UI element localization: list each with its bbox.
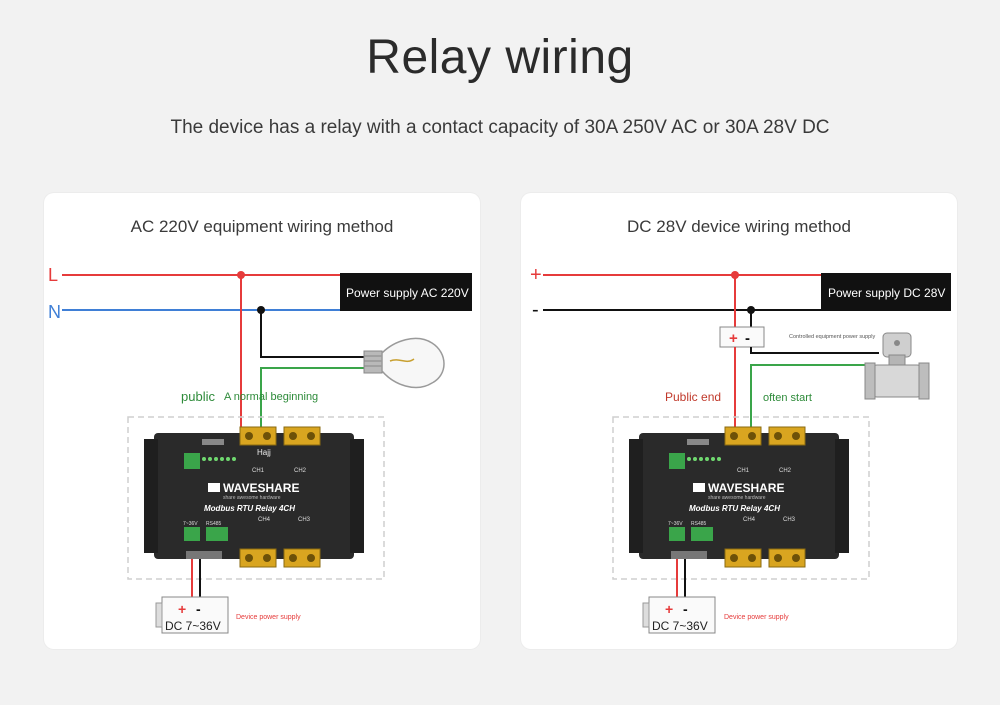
neutral-to-load-wire <box>260 310 364 358</box>
light-bulb-icon <box>363 337 445 389</box>
ch3-label: CH3 <box>783 517 796 523</box>
dc-input-minus: - <box>683 601 688 617</box>
often-start-label: often start <box>763 392 812 404</box>
dc-input-plus: + <box>178 601 186 617</box>
device-dashed-frame <box>127 416 385 580</box>
dc-input-connector: + - DC 7~36V <box>642 596 716 634</box>
port-power-label: 7~36V <box>183 521 198 527</box>
relay-module: CH1 CH2 Hajj WAVESHARE share awesome har… <box>144 426 364 568</box>
solenoid-valve-icon <box>864 332 930 400</box>
normal-open-label: A normal beginning <box>224 391 318 403</box>
controlled-power-box: + - <box>719 326 765 348</box>
relay-module: CH1 CH2 WAVESHARE share awesome hardware… <box>629 426 849 568</box>
plus-label: + <box>530 264 542 286</box>
ac-power-supply-label: Power supply AC 220V <box>346 286 469 300</box>
brand-tagline: share awesome hardware <box>223 495 281 501</box>
model-label: Modbus RTU Relay 4CH <box>204 504 295 513</box>
neutral-label: N <box>48 302 61 322</box>
dc-input-range: DC 7~36V <box>165 619 221 633</box>
controlled-plus: + <box>729 330 738 347</box>
ac-wiring-panel: AC 220V equipment wiring method L N Powe… <box>44 193 480 649</box>
ch3-label: CH3 <box>298 517 311 523</box>
negative-to-load-wire <box>750 347 879 354</box>
ac-wiring-diagram: L N Power supply AC 220V public A normal… <box>48 265 472 634</box>
dc-power-supply-box <box>821 273 951 311</box>
dc-input-range: DC 7~36V <box>652 619 708 633</box>
ch1-label: CH1 <box>252 468 265 474</box>
ch2-label: CH2 <box>779 468 792 474</box>
device-power-caption: Device power supply <box>236 614 301 621</box>
dc-wiring-panel: DC 28V device wiring method + - Power su… <box>521 193 957 649</box>
no-to-load-wire <box>260 367 366 438</box>
dc-power-supply-label: Power supply DC 28V <box>828 286 945 300</box>
brand-tagline: share awesome hardware <box>708 495 766 501</box>
ac-power-supply-box <box>340 273 472 311</box>
dc-wiring-diagram: + - Power supply DC 28V + - Controlled e… <box>530 264 951 634</box>
device-power-caption: Device power supply <box>724 614 789 621</box>
model-label: Modbus RTU Relay 4CH <box>689 504 780 513</box>
no-to-load-wire <box>750 364 871 438</box>
ac-panel-title: AC 220V equipment wiring method <box>130 217 394 236</box>
port-rs485-label: RS485 <box>691 521 707 527</box>
controlled-power-caption: Controlled equipment power supply <box>789 334 875 340</box>
page-subtitle: The device has a relay with a contact ca… <box>170 117 830 138</box>
minus-label: - <box>532 299 539 321</box>
live-label: L <box>48 265 58 285</box>
controlled-minus: - <box>745 330 750 347</box>
relay-label: Hajj <box>257 448 271 457</box>
dc-input-plus: + <box>665 601 673 617</box>
port-rs485-label: RS485 <box>206 521 222 527</box>
dc-panel-title: DC 28V device wiring method <box>627 217 851 236</box>
port-power-label: 7~36V <box>668 521 683 527</box>
ch4-label: CH4 <box>258 517 271 523</box>
ch2-label: CH2 <box>294 468 307 474</box>
dc-input-minus: - <box>196 601 201 617</box>
device-dashed-frame <box>612 416 870 580</box>
dc-input-connector: + - DC 7~36V <box>155 596 229 634</box>
public-label: public <box>181 389 215 404</box>
brand-logo: WAVESHARE <box>708 481 784 495</box>
public-end-label: Public end <box>665 390 721 404</box>
brand-logo: WAVESHARE <box>223 481 299 495</box>
ch4-label: CH4 <box>743 517 756 523</box>
ch1-label: CH1 <box>737 468 750 474</box>
page-title: Relay wiring <box>366 31 634 84</box>
